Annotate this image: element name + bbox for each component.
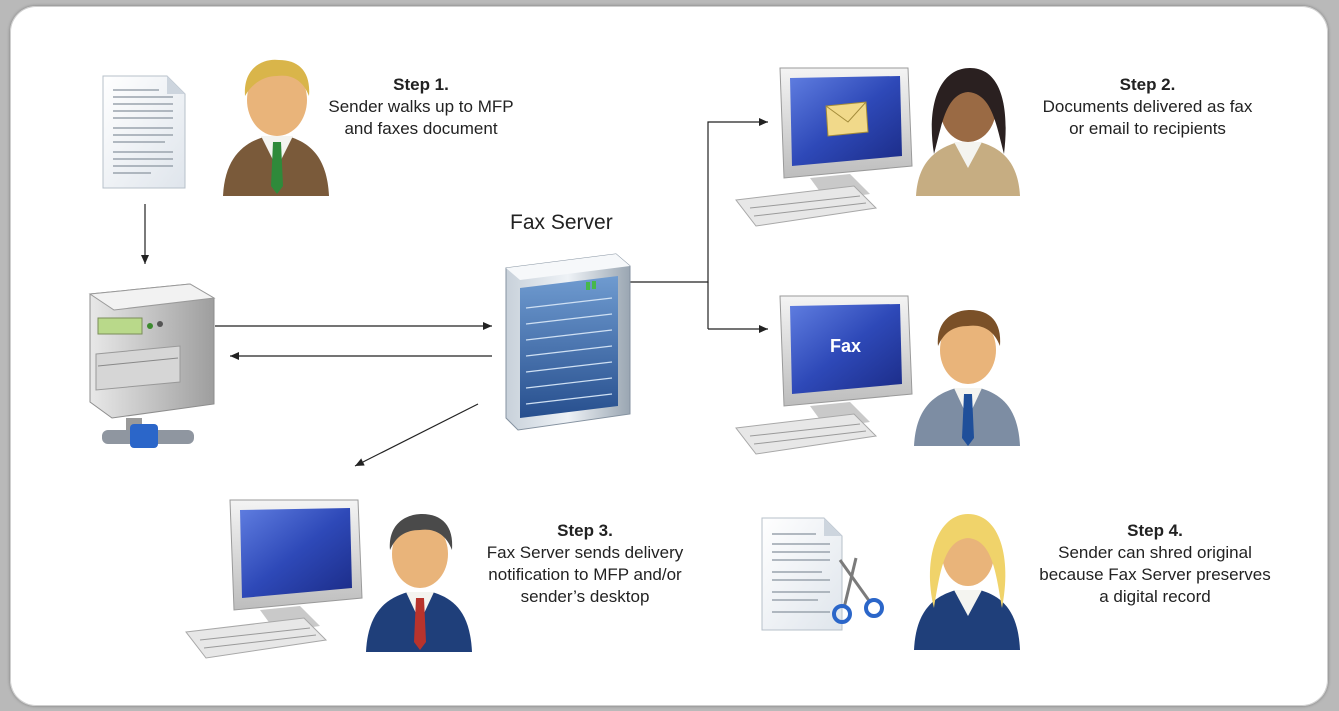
- step-title: Step 3.: [557, 521, 613, 540]
- step-text-line: Fax Server sends delivery: [486, 543, 684, 562]
- recipient-fax-computer-icon: Fax: [735, 295, 913, 455]
- step-3-caption: Step 3. Fax Server sends delivery notifi…: [450, 520, 720, 608]
- fax-server-label: Fax Server: [510, 211, 613, 234]
- step-text-line: Sender can shred original: [1058, 543, 1252, 562]
- fax-workflow-diagram: Fax: [88, 59, 1020, 659]
- mfp-printer-icon: [88, 283, 216, 448]
- step-text-line: Documents delivered as fax: [1042, 97, 1253, 116]
- sender-man-navy-icon: [366, 514, 472, 652]
- scissors-icon: [832, 557, 884, 624]
- connector-lines: [141, 118, 768, 467]
- arrow-server-to-recipients: [630, 118, 768, 283]
- step-title: Step 2.: [1119, 75, 1176, 94]
- step-title: Step 4.: [1127, 521, 1183, 540]
- sender-person-icon: [223, 59, 329, 196]
- sender-desktop-computer-icon: [185, 499, 363, 659]
- recipient-email-computer-icon: [735, 67, 913, 227]
- recipient-man-icon: [914, 310, 1020, 446]
- document-icon: [102, 75, 186, 189]
- diagram-card: Fax: [10, 6, 1328, 706]
- sender-woman-icon: [914, 514, 1020, 650]
- step-title: Step 1.: [393, 75, 449, 94]
- step-text-line: or email to recipients: [1069, 119, 1226, 138]
- step-text-line: notification to MFP and/or: [488, 565, 682, 584]
- recipient-woman-icon: [916, 68, 1020, 196]
- shred-document-icon: [761, 517, 843, 631]
- fax-server-icon: [505, 253, 631, 431]
- arrow-server-to-sender-desktop: [354, 403, 479, 467]
- step-2-caption: Step 2. Documents delivered as fax or em…: [1010, 74, 1285, 140]
- step-text-line: sender’s desktop: [520, 587, 650, 606]
- step-text-line: a digital record: [1099, 587, 1211, 606]
- step-text-line: because Fax Server preserves: [1039, 565, 1271, 584]
- step-text-line: Sender walks up to MFP: [328, 97, 514, 116]
- step-1-caption: Step 1. Sender walks up to MFP and faxes…: [296, 74, 546, 140]
- step-text-line: and faxes document: [344, 119, 498, 138]
- monitor-fax-label: Fax: [830, 336, 861, 356]
- step-4-caption: Step 4. Sender can shred original becaus…: [1010, 520, 1300, 608]
